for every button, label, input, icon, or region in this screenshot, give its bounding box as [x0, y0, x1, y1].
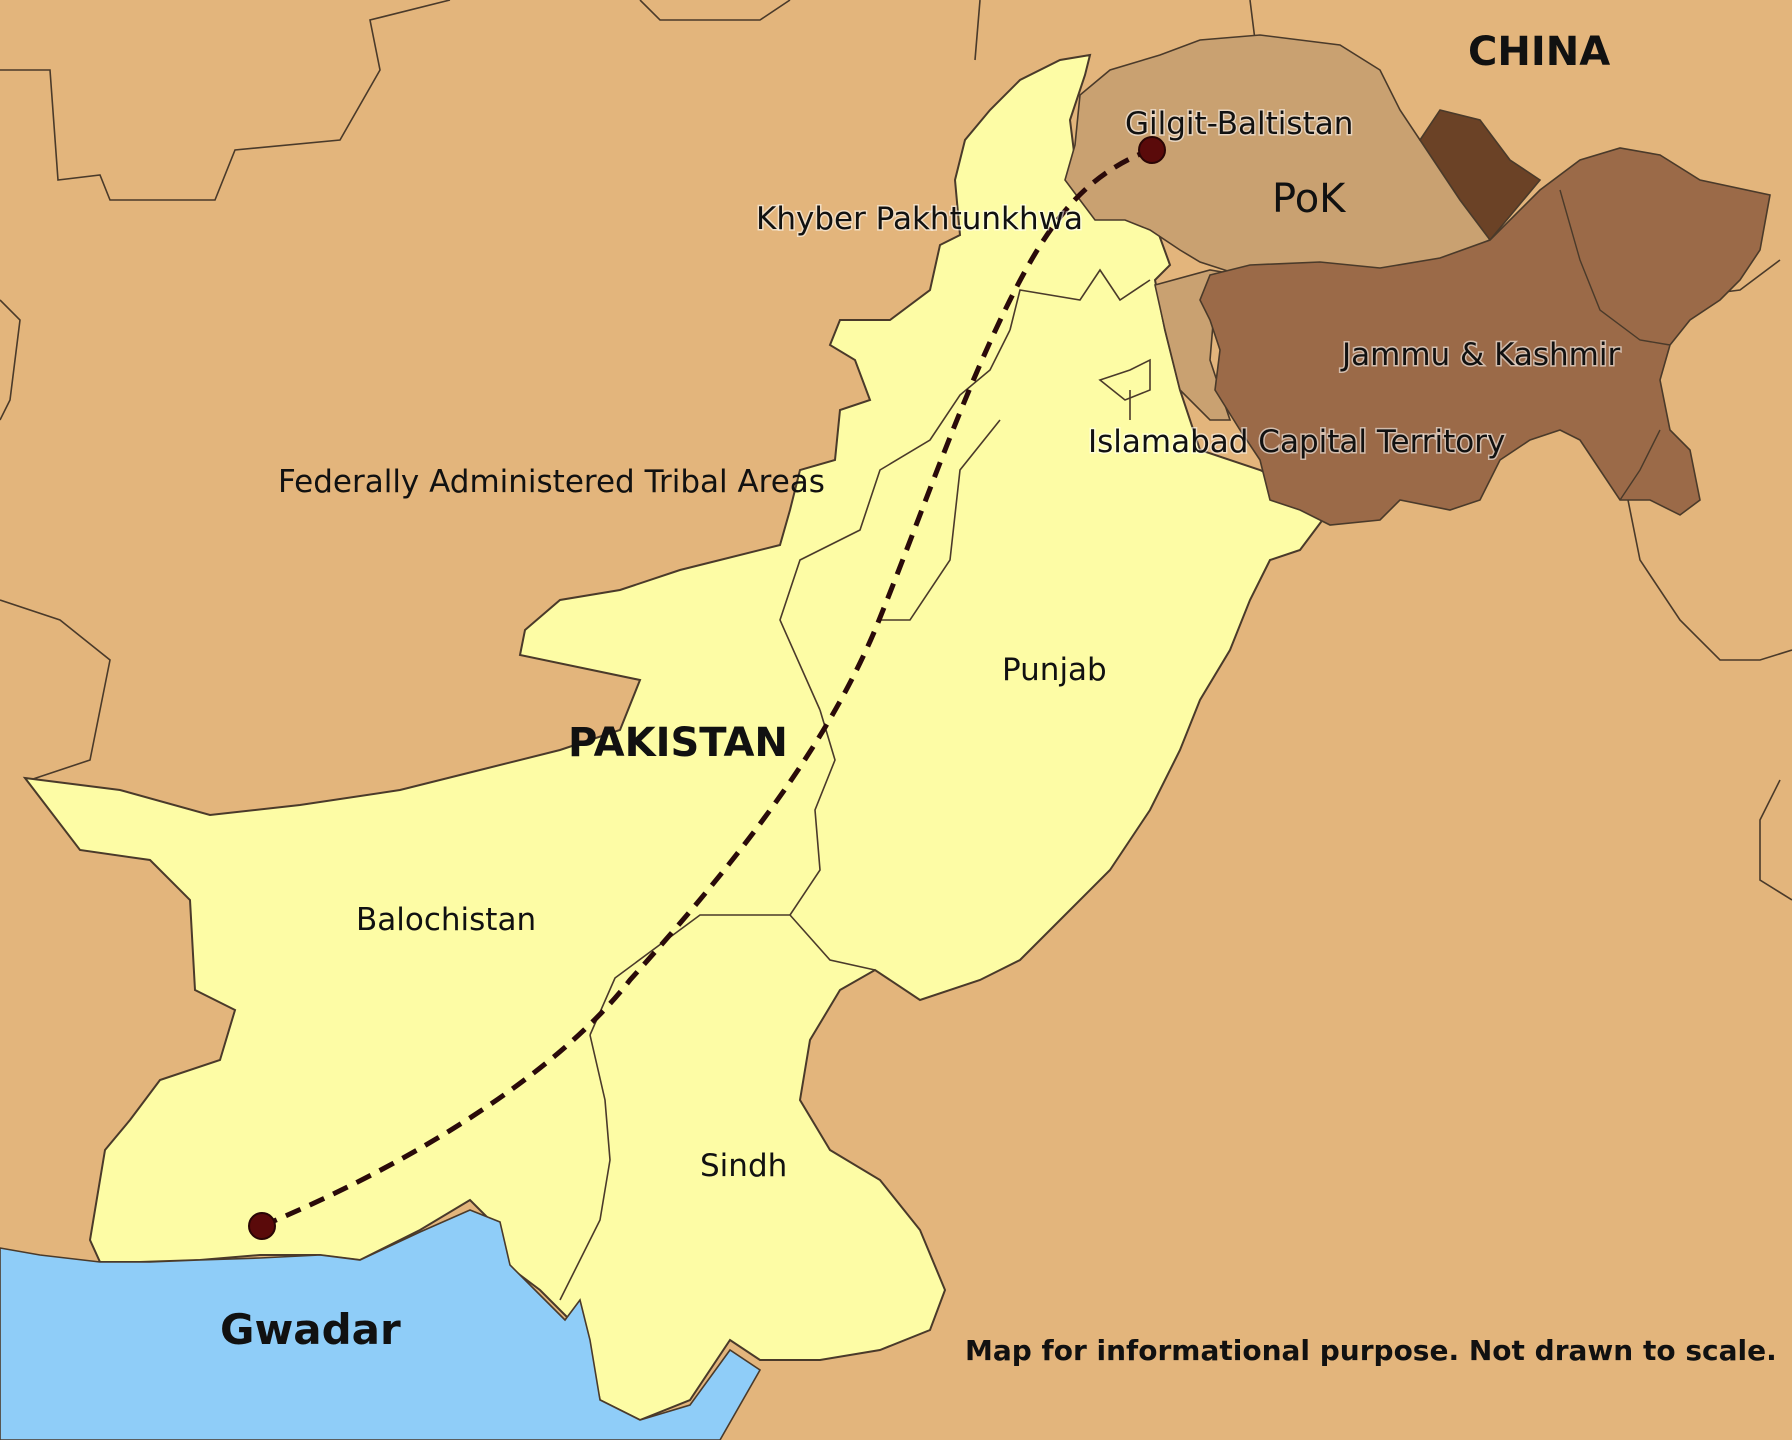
province-boundaries — [559, 268, 1151, 1301]
cpec-route-line — [261, 147, 1151, 1229]
label-gwadar: Gwadar — [220, 1305, 401, 1354]
label-china: CHINA — [1468, 29, 1610, 75]
label-punjab: Punjab — [1002, 652, 1107, 688]
label-pok: PoK — [1272, 176, 1347, 222]
jammu-kashmir-territory — [1199, 147, 1771, 526]
map-disclaimer: Map for informational purpose. Not drawn… — [965, 1334, 1777, 1367]
arabian-sea — [0, 1209, 762, 1440]
label-balochistan: Balochistan — [356, 902, 536, 938]
gwadar-marker[interactable] — [248, 1212, 276, 1240]
aksai-chin-territory — [1419, 109, 1542, 242]
label-fata: Federally Administered Tribal Areas — [278, 464, 825, 500]
jk-internal-borders — [1559, 189, 1671, 501]
label-sindh: Sindh — [700, 1148, 787, 1184]
gilgit-marker[interactable] — [1138, 136, 1166, 164]
label-jammu-kashmir: Jammu & Kashmir — [1340, 337, 1620, 373]
label-islamabad: Islamabad Capital Territory — [1088, 424, 1505, 460]
label-gilgit-baltistan: Gilgit-Baltistan — [1125, 106, 1353, 142]
label-khyber-pakhtunkhwa: Khyber Pakhtunkhwa — [756, 201, 1083, 237]
label-pakistan: PAKISTAN — [568, 720, 788, 766]
